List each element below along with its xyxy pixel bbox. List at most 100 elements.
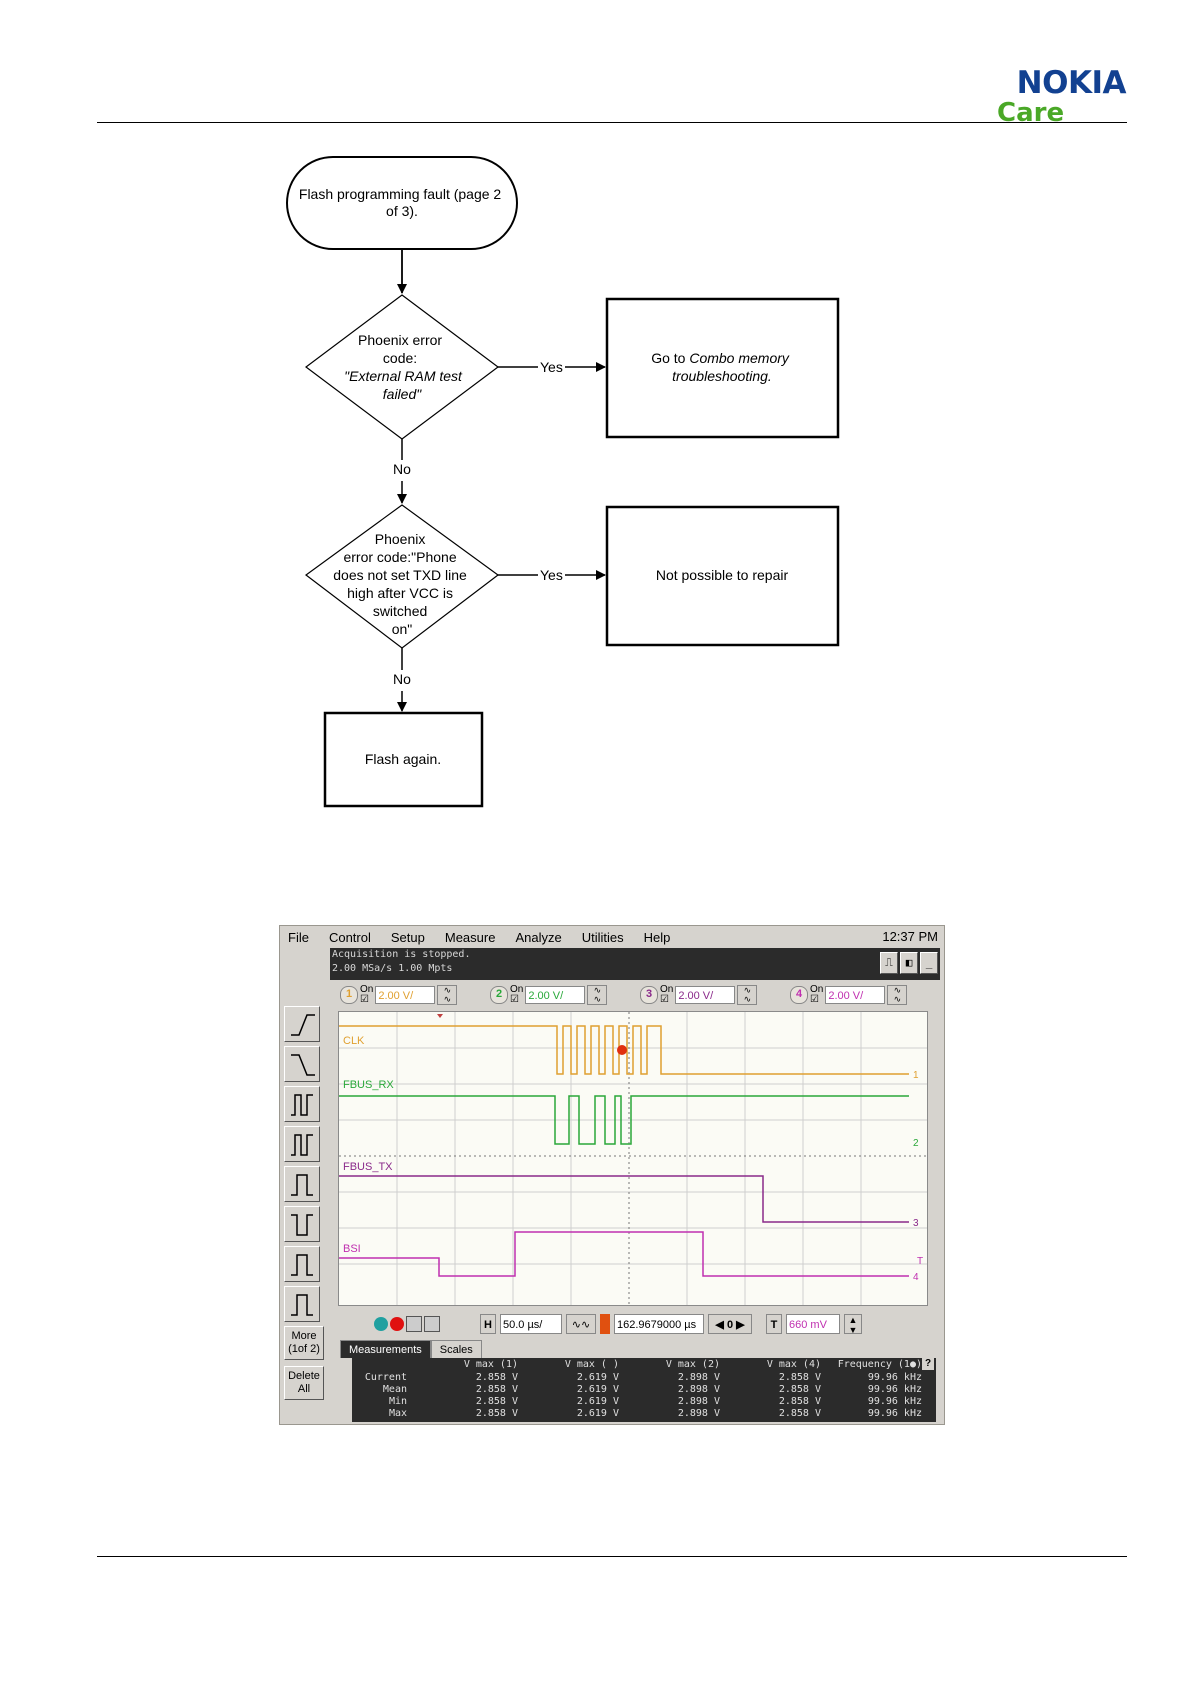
table-row: Current 2.858 V 2.619 V 2.898 V 2.858 V … (354, 1372, 922, 1384)
table-cell: 99.96 kHz (867, 1396, 922, 1407)
fbus-rx-label: FBUS_RX (343, 1079, 394, 1091)
fall-time-icon[interactable] (284, 1046, 320, 1082)
channel-3-spin[interactable]: ∿∿ (737, 985, 758, 1005)
run-icon[interactable] (374, 1317, 388, 1331)
ch4-marker: 4 (913, 1272, 919, 1283)
decision1-yes-label: Yes (540, 359, 563, 375)
decision2-text: Phoenix error code:"Phone does not set T… (333, 531, 471, 637)
channel-1-control[interactable]: 1 On☑ 2.00 V/ ∿∿ (340, 983, 458, 1007)
measurement-tabs: Measurements Scales (340, 1340, 482, 1358)
nokia-care-logo: NOKIA Care (996, 65, 1127, 126)
menu-help[interactable]: Help (643, 929, 671, 945)
channel-2-number: 2 (490, 986, 508, 1004)
measurement-panel: ? V max (1) V max ( ) V max (2) V max (4… (340, 1358, 936, 1422)
mouse-icon[interactable]: ◧ (900, 952, 918, 974)
trigger-label: T (766, 1314, 782, 1334)
table-row: Max 2.858 V 2.619 V 2.898 V 2.858 V 99.9… (354, 1408, 922, 1420)
not-possible-text: Not possible to repair (656, 567, 789, 583)
fbus-tx-trace (339, 1175, 909, 1223)
decision2-no-label: No (393, 671, 411, 687)
horizontal-scale-field[interactable]: 50.0 µs/ (500, 1314, 562, 1334)
period-icon[interactable] (284, 1086, 320, 1122)
menu-analyze[interactable]: Analyze (515, 929, 562, 945)
channel-3-scale[interactable]: 2.00 V/ (675, 986, 736, 1004)
fbus-rx-trace (339, 1095, 909, 1145)
channel-1-scale[interactable]: 2.00 V/ (375, 986, 436, 1004)
rise-time-icon[interactable] (284, 1006, 320, 1042)
table-cell: 2.858 V (475, 1408, 518, 1419)
table-cell: 2.619 V (576, 1372, 619, 1383)
channel-2-scale[interactable]: 2.00 V/ (525, 986, 586, 1004)
channel-1-spin[interactable]: ∿∿ (437, 985, 458, 1005)
print-icon[interactable] (424, 1316, 440, 1332)
channel-3-control[interactable]: 3 On☑ 2.00 V/ ∿∿ (640, 983, 758, 1007)
vmax-icon[interactable] (284, 1246, 320, 1282)
positive-width-icon[interactable] (284, 1166, 320, 1202)
single-icon[interactable] (406, 1316, 422, 1332)
logo-nokia-text: NOKIA (1016, 65, 1127, 101)
row-label: Min (388, 1396, 407, 1407)
channel-4-on[interactable]: On☑ (810, 984, 824, 1005)
channel-4-spin[interactable]: ∿∿ (887, 985, 908, 1005)
stop-icon[interactable] (390, 1317, 404, 1331)
table-row: Mean 2.858 V 2.619 V 2.898 V 2.858 V 99.… (354, 1384, 922, 1396)
table-cell: 2.619 V (576, 1384, 619, 1395)
table-cell: 2.898 V (677, 1372, 720, 1383)
table-cell: 2.858 V (778, 1408, 821, 1419)
vmin-icon[interactable] (284, 1286, 320, 1322)
channel-4-control[interactable]: 4 On☑ 2.00 V/ ∿∿ (790, 983, 908, 1007)
table-cell: 99.96 kHz (867, 1372, 922, 1383)
table-cell: 2.858 V (778, 1396, 821, 1407)
menu-utilities[interactable]: Utilities (581, 929, 624, 945)
acquisition-line-2: 2.00 MSa/s 1.00 Mpts (332, 963, 453, 974)
delay-marker-icon (600, 1314, 610, 1334)
tab-scales[interactable]: Scales (430, 1340, 482, 1358)
trigger-level-field[interactable]: 660 mV (786, 1314, 840, 1334)
table-cell: 2.858 V (475, 1372, 518, 1383)
horizontal-scale-spin[interactable]: ∿∿ (566, 1314, 596, 1334)
column-header: V max ( ) (564, 1359, 619, 1370)
flowchart: Flash programming fault (page 2 of 3). P… (286, 156, 840, 808)
acquisition-status: Acquisition is stopped. 2.00 MSa/s 1.00 … (330, 948, 940, 980)
negative-width-icon[interactable] (284, 1206, 320, 1242)
help-icon[interactable]: ? (922, 1358, 934, 1370)
measurement-table: V max (1) V max ( ) V max (2) V max (4) … (354, 1358, 922, 1420)
menu-measure[interactable]: Measure (444, 929, 496, 945)
table-cell: 2.898 V (677, 1396, 720, 1407)
table-cell: 2.858 V (778, 1372, 821, 1383)
scope-menubar: File Control Setup Measure Analyze Utili… (280, 926, 944, 948)
menu-control[interactable]: Control (328, 929, 371, 945)
channel-1-on[interactable]: On☑ (360, 984, 374, 1005)
row-label: Mean (382, 1384, 407, 1395)
table-cell: 99.96 kHz (867, 1408, 922, 1419)
row-label: Current (364, 1372, 407, 1383)
more-button[interactable]: More(1of 2) (284, 1326, 324, 1360)
header-rule (97, 122, 1127, 123)
channel-4-scale[interactable]: 2.00 V/ (825, 986, 886, 1004)
channel-2-on[interactable]: On☑ (510, 984, 524, 1005)
channel-2-control[interactable]: 2 On☑ 2.00 V/ ∿∿ (490, 983, 608, 1007)
menu-file[interactable]: File (288, 929, 309, 945)
run-controls (374, 1314, 450, 1334)
pulse-mode-icon[interactable]: ⎍ (880, 952, 898, 974)
table-cell: 2.619 V (576, 1408, 619, 1419)
channel-4-number: 4 (790, 986, 808, 1004)
column-header: V max (4) (766, 1359, 821, 1370)
minimize-icon[interactable]: _ (920, 952, 938, 974)
decision1-text: Phoenix error code: "External RAM test f… (344, 332, 466, 402)
delay-arrows[interactable]: ◀ 0 ▶ (708, 1314, 752, 1334)
channel-2-spin[interactable]: ∿∿ (587, 985, 608, 1005)
measurement-toolbar (284, 1006, 324, 1326)
frequency-icon[interactable] (284, 1126, 320, 1162)
trigger-level-spin[interactable]: ▲▼ (844, 1314, 862, 1335)
trigger-level-marker: T (917, 1256, 923, 1267)
channel-3-on[interactable]: On☑ (660, 984, 674, 1005)
tab-measurements[interactable]: Measurements (340, 1340, 431, 1358)
combo-memory-box (605, 297, 840, 439)
waveform-svg: CLK FBUS_RX FBUS_TX BSI 1 2 3 4 T (339, 1012, 927, 1305)
menu-setup[interactable]: Setup (390, 929, 425, 945)
delay-field[interactable]: 162.9679000 µs (614, 1314, 704, 1334)
measurement-scrollbar[interactable] (340, 1358, 352, 1422)
table-cell: 2.858 V (475, 1384, 518, 1395)
